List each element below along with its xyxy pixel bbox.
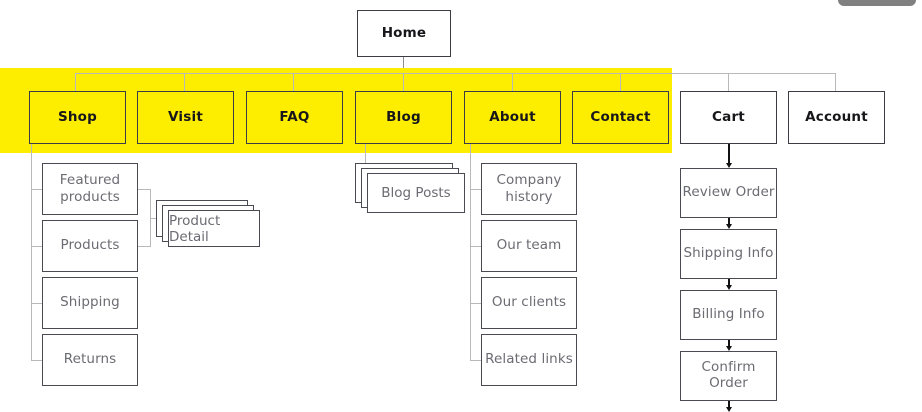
node-home[interactable]: Home <box>357 10 451 57</box>
node-featured-products[interactable]: Featured products <box>42 163 138 215</box>
arrow-confirm-to-next <box>723 401 735 412</box>
connector-detail-stub-featured <box>138 189 150 191</box>
node-account[interactable]: Account <box>788 91 885 144</box>
node-blog-posts[interactable]: Blog Posts <box>355 163 467 213</box>
connector-drop-shop <box>75 73 77 91</box>
arrow-review-to-shipping <box>723 218 735 229</box>
node-confirm-order[interactable]: Confirm Order <box>680 351 777 401</box>
connector-drop-faq <box>293 73 295 91</box>
connector-about-stub-2 <box>470 246 481 248</box>
connector-shop-stub-4 <box>31 360 42 362</box>
connector-bus <box>75 73 835 75</box>
node-our-team[interactable]: Our team <box>481 220 577 272</box>
node-billing-info[interactable]: Billing Info <box>680 290 777 340</box>
blog-posts-sheet-front: Blog Posts <box>367 173 465 213</box>
connector-drop-visit <box>184 73 186 91</box>
connector-about-stub-4 <box>470 360 481 362</box>
connector-shop-spine <box>31 144 33 360</box>
connector-shop-stub-1 <box>31 189 42 191</box>
node-shipping[interactable]: Shipping <box>42 277 138 329</box>
node-about[interactable]: About <box>464 91 561 144</box>
node-product-detail[interactable]: Product Detail <box>156 200 260 247</box>
arrow-shipping-to-billing <box>723 279 735 290</box>
node-products[interactable]: Products <box>42 220 138 272</box>
connector-drop-cart <box>728 73 730 91</box>
node-related-links[interactable]: Related links <box>481 334 577 386</box>
node-review-order[interactable]: Review Order <box>680 168 777 218</box>
connector-drop-contact <box>620 73 622 91</box>
product-detail-sheet-front: Product Detail <box>168 210 260 247</box>
connector-about-stub-1 <box>470 189 481 191</box>
node-faq[interactable]: FAQ <box>246 91 343 144</box>
connector-about-stub-3 <box>470 303 481 305</box>
node-company-history[interactable]: Company history <box>481 163 577 215</box>
arrow-cart-to-review <box>723 144 735 168</box>
node-visit[interactable]: Visit <box>137 91 234 144</box>
node-shipping-info[interactable]: Shipping Info <box>680 229 777 279</box>
connector-drop-blog <box>403 73 405 91</box>
connector-drop-account <box>835 73 837 91</box>
node-shop[interactable]: Shop <box>29 91 126 144</box>
node-returns[interactable]: Returns <box>42 334 138 386</box>
arrow-billing-to-confirm <box>723 340 735 351</box>
corner-pill <box>838 0 916 6</box>
connector-drop-about <box>512 73 514 91</box>
connector-shop-stub-3 <box>31 303 42 305</box>
node-cart[interactable]: Cart <box>680 91 777 144</box>
connector-shop-stub-2 <box>31 246 42 248</box>
connector-detail-stub-products <box>138 246 150 248</box>
node-our-clients[interactable]: Our clients <box>481 277 577 329</box>
node-contact[interactable]: Contact <box>572 91 669 144</box>
node-blog[interactable]: Blog <box>355 91 452 144</box>
connector-about-spine <box>470 144 472 360</box>
